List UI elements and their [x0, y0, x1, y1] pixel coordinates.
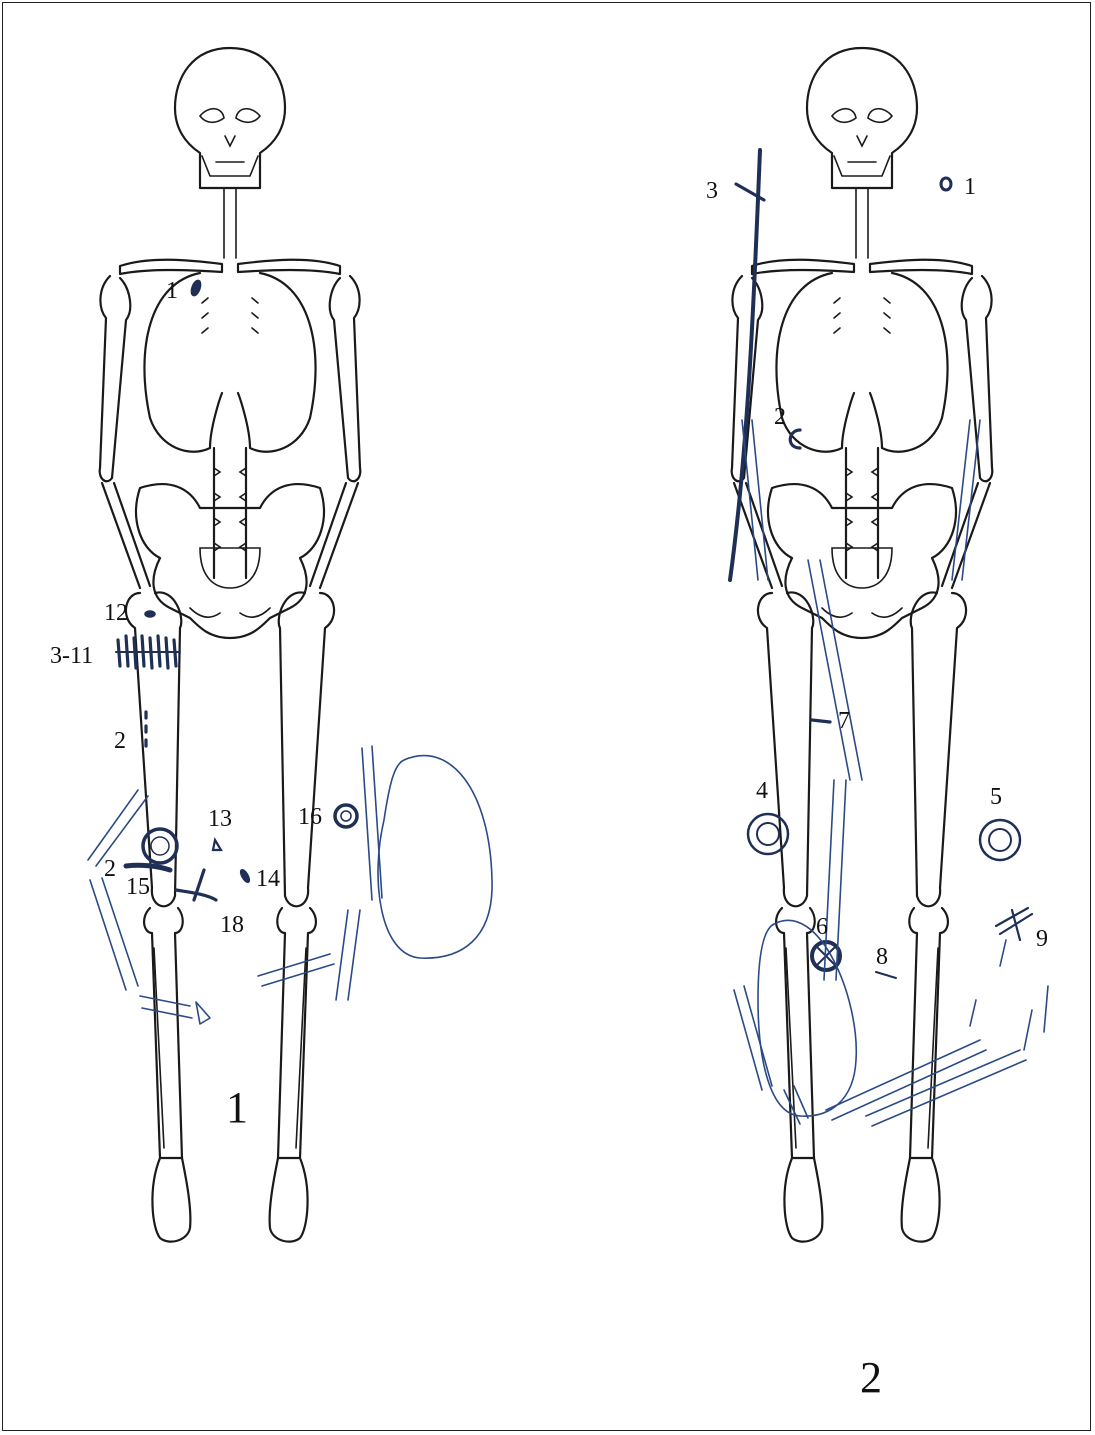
label-7: 7 — [838, 708, 850, 734]
label-18: 18 — [220, 912, 244, 938]
label-2b: 2 — [104, 856, 116, 882]
figure1-skeleton — [100, 48, 361, 1242]
label-4: 4 — [756, 778, 768, 804]
figure2-labels: 1 2 3 4 5 6 7 8 9 2 — [706, 174, 1048, 1402]
label-1: 1 — [964, 174, 976, 200]
label-15: 15 — [126, 874, 150, 900]
label-3: 3 — [706, 178, 718, 204]
label-1: 1 — [166, 278, 178, 304]
ring-4 — [748, 814, 788, 854]
label-2a: 2 — [114, 728, 126, 754]
figure2-skeleton — [732, 48, 993, 1242]
label-3-11: 3-11 — [50, 643, 93, 669]
label-5: 5 — [990, 784, 1002, 810]
figure2-animal-bones — [734, 420, 1048, 1126]
stone-1 — [378, 756, 492, 959]
label-9: 9 — [1036, 926, 1048, 952]
bead-cluster — [116, 636, 180, 668]
panel-label-2: 2 — [860, 1353, 882, 1402]
label-8: 8 — [876, 944, 888, 970]
label-14: 14 — [256, 866, 280, 892]
ring-5 — [980, 820, 1020, 860]
ring-16 — [335, 805, 357, 827]
ring-15 — [143, 829, 177, 863]
label-2: 2 — [774, 404, 786, 430]
label-16: 16 — [298, 804, 322, 830]
label-6: 6 — [816, 914, 828, 940]
label-13: 13 — [208, 806, 232, 832]
panel-label-1: 1 — [226, 1083, 248, 1132]
label-12: 12 — [104, 600, 128, 626]
